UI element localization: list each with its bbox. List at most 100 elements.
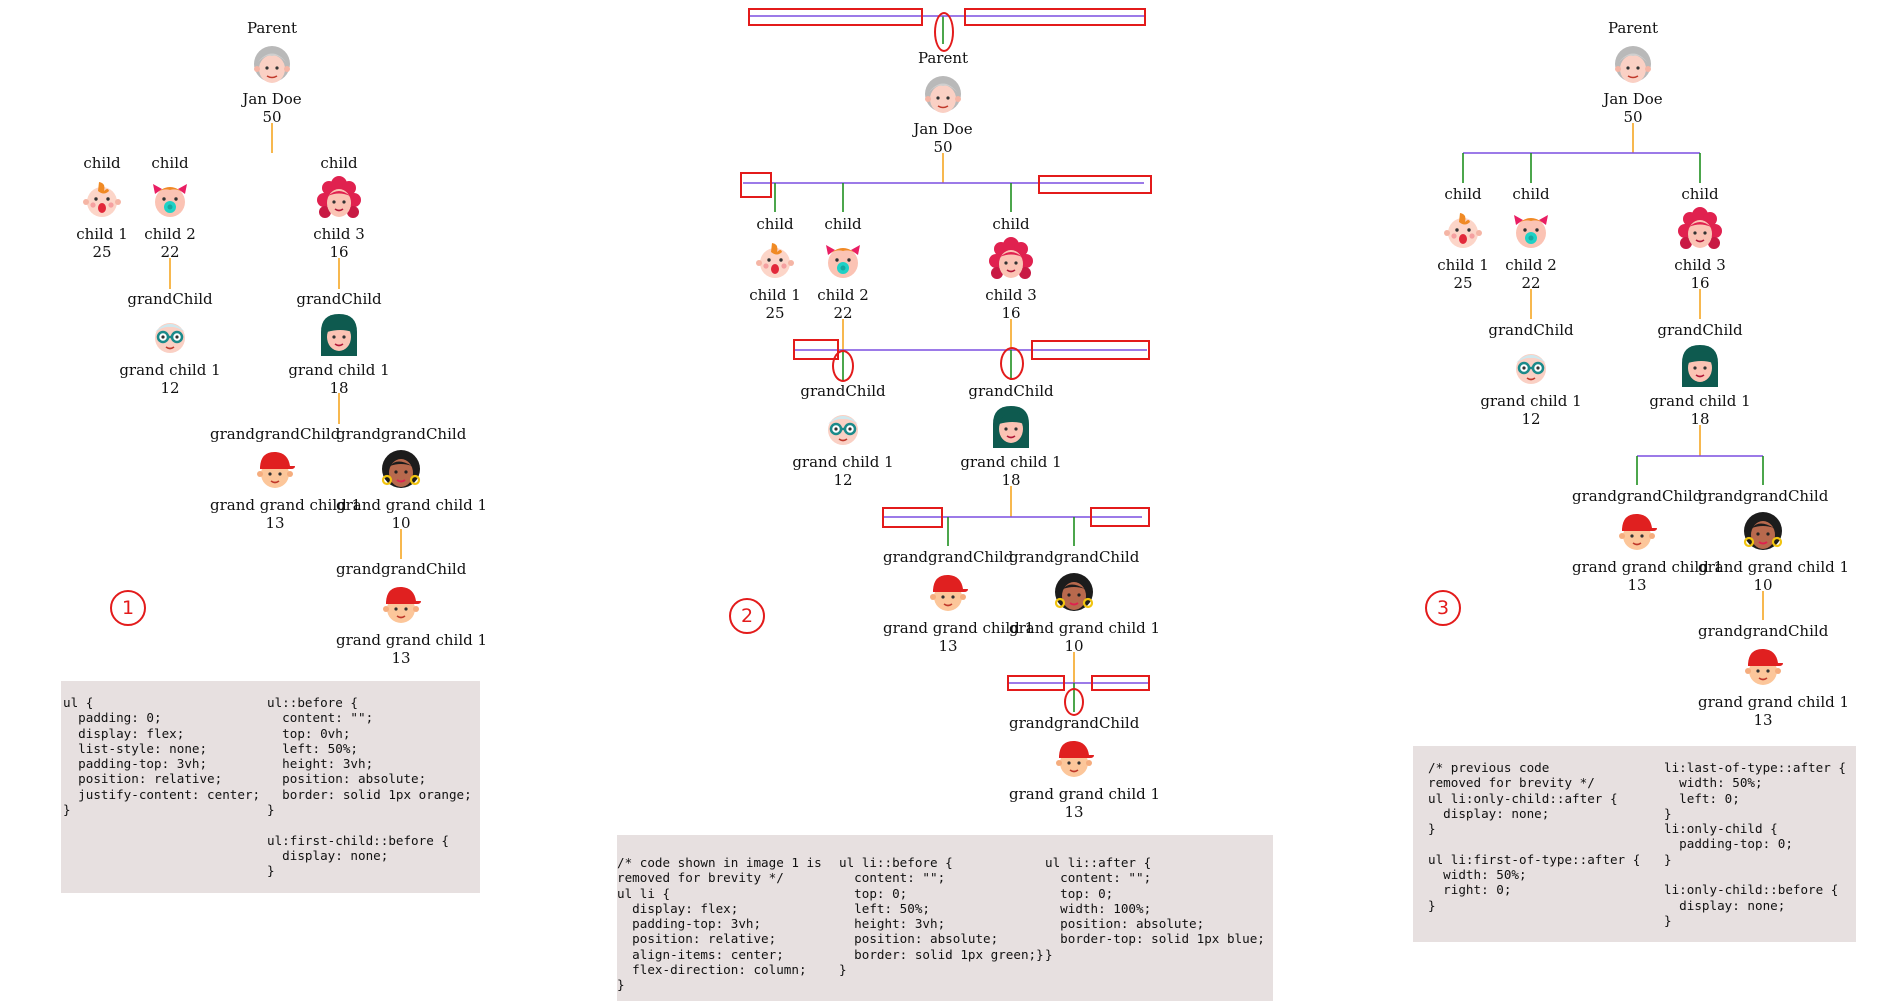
baby-girl-icon	[105, 174, 235, 222]
node-role: grandgrandChild	[1572, 487, 1703, 505]
node-name: child 3	[313, 225, 365, 243]
step-number-badge: 2	[729, 598, 765, 634]
node-name: child 1	[1437, 256, 1489, 274]
node-role: child	[824, 215, 862, 233]
node-age: 16	[1690, 274, 1710, 292]
node-role: grandChild	[800, 382, 886, 400]
node-age: 25	[1453, 274, 1473, 292]
node-role: grandgrandChild	[1698, 487, 1829, 505]
red-cap-boy-icon	[883, 568, 1013, 616]
baby-boy-icon	[37, 174, 167, 222]
code-column: /* code shown in image 1 is removed for …	[617, 855, 822, 993]
node-name: grand child 1	[1480, 392, 1582, 410]
node-age: 13	[265, 514, 285, 532]
dark-hair-woman-icon	[274, 310, 404, 358]
node-role: child	[83, 154, 121, 172]
node-role: grandChild	[127, 290, 213, 308]
node-role: grandChild	[296, 290, 382, 308]
node-name: grand grand child 1	[336, 631, 488, 649]
node-name: grand child 1	[960, 453, 1062, 471]
node-age: 12	[1521, 410, 1541, 428]
red-cap-boy-icon	[336, 580, 466, 628]
node-name: grand child 1	[119, 361, 221, 379]
node-age: 16	[1001, 304, 1021, 322]
code-column: li:last-of-type::after { width: 50%; lef…	[1664, 760, 1846, 928]
node-age: 25	[765, 304, 785, 322]
earring-woman-icon	[1698, 507, 1828, 555]
node-age: 18	[1690, 410, 1710, 428]
highlight-box	[740, 172, 772, 198]
node-role: child	[756, 215, 794, 233]
highlight-box	[882, 507, 943, 528]
node-age: 50	[262, 108, 282, 126]
node-role: child	[1512, 185, 1550, 203]
node-age: 18	[329, 379, 349, 397]
grandma-icon	[878, 69, 1008, 117]
node-name: child 2	[817, 286, 869, 304]
node-name: grand grand child 1	[883, 619, 1035, 637]
node-name: child 1	[749, 286, 801, 304]
highlight-box	[1007, 675, 1065, 691]
highlight-oval	[1064, 688, 1084, 716]
highlight-oval	[832, 350, 854, 382]
node-name: grand grand child 1	[1009, 619, 1161, 637]
node-role: child	[1681, 185, 1719, 203]
node-role: grandChild	[1657, 321, 1743, 339]
node-age: 18	[1001, 471, 1021, 489]
node-age: 13	[1753, 711, 1773, 729]
node-age: 10	[1753, 576, 1773, 594]
node-role: grandgrandChild	[1009, 714, 1140, 732]
glasses-grandpa-icon	[1466, 341, 1596, 389]
node-age: 10	[391, 514, 411, 532]
node-age: 22	[160, 243, 180, 261]
highlight-box	[1091, 675, 1150, 691]
node-role: grandgrandChild	[336, 560, 467, 578]
css-code-block-2: /* code shown in image 1 is removed for …	[617, 835, 1273, 1001]
step-number-badge: 1	[110, 590, 146, 626]
node-role: grandgrandChild	[1698, 622, 1829, 640]
node-name: grand grand child 1	[210, 496, 362, 514]
dark-hair-woman-icon	[1635, 341, 1765, 389]
node-role: Parent	[1607, 19, 1659, 37]
highlight-box	[1090, 507, 1150, 527]
node-role: grandChild	[1488, 321, 1574, 339]
glasses-grandpa-icon	[105, 310, 235, 358]
baby-girl-icon	[778, 235, 908, 283]
node-age: 50	[1623, 108, 1643, 126]
node-name: Jan Doe	[242, 90, 302, 108]
node-age: 50	[933, 138, 953, 156]
node-age: 22	[833, 304, 853, 322]
node-name: child 1	[76, 225, 128, 243]
red-cap-boy-icon	[1009, 734, 1139, 782]
node-role: Parent	[246, 19, 298, 37]
node-role: grandChild	[968, 382, 1054, 400]
step-number-badge: 3	[1425, 590, 1461, 626]
glasses-grandpa-icon	[778, 402, 908, 450]
node-role: Parent	[917, 49, 969, 67]
code-column: ul li::before { content: ""; top: 0; lef…	[839, 855, 1044, 978]
code-column: ul li::after { content: ""; top: 0; widt…	[1045, 855, 1265, 962]
node-age: 25	[92, 243, 112, 261]
node-name: Jan Doe	[913, 120, 973, 138]
node-name: child 3	[985, 286, 1037, 304]
earring-woman-icon	[1009, 568, 1139, 616]
node-name: Jan Doe	[1603, 90, 1663, 108]
node-role: child	[320, 154, 358, 172]
